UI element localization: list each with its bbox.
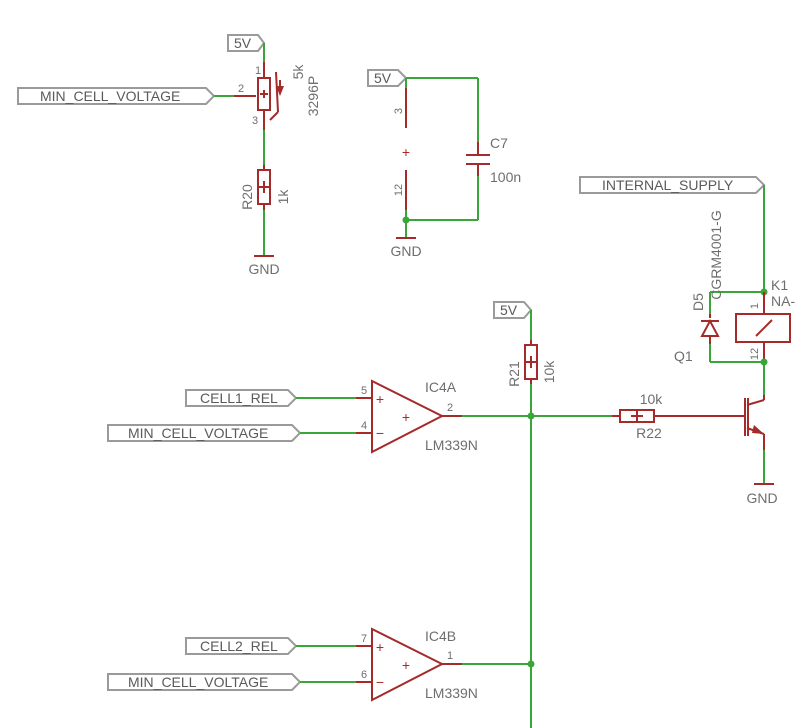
- r20-value: 1k: [275, 189, 291, 205]
- d5-part: CGRM4001-G: [708, 210, 724, 299]
- ic4a-name: IC4A: [425, 379, 457, 395]
- vcc-port-cap: [367, 69, 408, 87]
- vcc-port-cap-label: 5V: [374, 70, 392, 86]
- relay-driver-section: INTERNAL_SUPPLY 1 12 K1 NA- D5 CGRM4001-…: [531, 176, 795, 506]
- c7-value: 100n: [490, 169, 521, 185]
- ic4b-pin-minus: 6: [361, 669, 367, 681]
- ic4a-pin-plus: 5: [361, 385, 367, 397]
- r22-value: 10k: [640, 391, 664, 407]
- ic4a-plus-sign: +: [376, 391, 384, 407]
- gnd-label-pot: GND: [248, 261, 279, 277]
- min-cell-voltage-port-b: [107, 673, 302, 691]
- ic4b-pin-plus: 7: [361, 633, 367, 645]
- q1-name: Q1: [674, 348, 693, 364]
- ic4a-pin-minus: 4: [361, 420, 367, 432]
- vcc-port-r21-label: 5V: [500, 302, 518, 318]
- pot-section: 5V 1 MIN_CELL_VOLTAGE 2 5k 3296P 3 R20 1…: [17, 34, 321, 277]
- ic4b-pin-out: 1: [447, 650, 453, 662]
- r20-name: R20: [239, 184, 255, 210]
- pot-pin1: 1: [255, 65, 261, 77]
- cell2-rel-port-label: CELL2_REL: [200, 638, 278, 654]
- pot-pin3: 3: [252, 115, 258, 127]
- pullup-section: 5V R21 10k: [493, 301, 557, 728]
- min-cell-voltage-port-b-label: MIN_CELL_VOLTAGE: [128, 674, 268, 690]
- supply-pin-bottom: 12: [393, 184, 405, 196]
- ic4b-name: IC4B: [425, 628, 456, 644]
- comparator-ic4b-section: CELL2_REL MIN_CELL_VOLTAGE 7 6 + − + 1 I…: [107, 627, 531, 702]
- r21-name: R21: [506, 361, 522, 387]
- internal-supply-port-label: INTERNAL_SUPPLY: [602, 177, 734, 193]
- pot-value: 5k: [290, 64, 306, 80]
- comparator-ic4a-section: CELL1_REL MIN_CELL_VOLTAGE 5 4 + − + 2 I…: [107, 379, 531, 454]
- k1-pin2: 12: [749, 348, 761, 360]
- decoupling-section: 5V 3 + 12 GND C7 100n: [367, 69, 521, 259]
- min-cell-voltage-port-a: [107, 424, 302, 442]
- r22-name: R22: [636, 425, 662, 441]
- r21-value: 10k: [541, 360, 557, 384]
- c7-name: C7: [490, 135, 508, 151]
- ic4b-minus-sign: −: [376, 674, 384, 690]
- ic4a-pin-out: 2: [447, 402, 453, 414]
- pot-part: 3296P: [305, 76, 321, 116]
- vcc-port-pot: [227, 34, 266, 52]
- gnd-label-cap: GND: [390, 243, 421, 259]
- cell1-rel-port: [185, 389, 298, 407]
- comparator-ic4b: [371, 627, 445, 702]
- internal-supply-port: [579, 176, 766, 194]
- k1-pin1: 1: [749, 303, 761, 309]
- min-cell-voltage-port-a-label: MIN_CELL_VOLTAGE: [128, 425, 268, 441]
- emitter-arrow-icon: [752, 425, 764, 434]
- diode-d5: [700, 318, 720, 337]
- vcc-port-r21: [493, 301, 533, 319]
- cell1-rel-port-label: CELL1_REL: [200, 390, 278, 406]
- supply-pin-top: 3: [393, 108, 405, 114]
- comparator-ic4a: [371, 379, 445, 454]
- ic4b-output-sign: +: [402, 657, 410, 673]
- ic4a-part: LM339N: [425, 437, 478, 453]
- k1-part: NA-: [771, 293, 795, 309]
- d5-name: D5: [690, 293, 706, 311]
- min-cell-voltage-port-pot-label: MIN_CELL_VOLTAGE: [40, 88, 180, 104]
- supply-plus: +: [402, 144, 410, 160]
- vcc-port-pot-label: 5V: [234, 35, 252, 51]
- gnd-label-q1: GND: [746, 490, 777, 506]
- pot-arrow-icon: [276, 86, 284, 96]
- cell2-rel-port: [185, 637, 298, 655]
- ic4a-minus-sign: −: [376, 425, 384, 441]
- ic4b-part: LM339N: [425, 685, 478, 701]
- ic4b-plus-sign: +: [376, 639, 384, 655]
- k1-name: K1: [771, 277, 788, 293]
- pot-pin2: 2: [238, 83, 244, 95]
- min-cell-voltage-port-pot: [17, 87, 216, 105]
- ic4a-output-sign: +: [402, 409, 410, 425]
